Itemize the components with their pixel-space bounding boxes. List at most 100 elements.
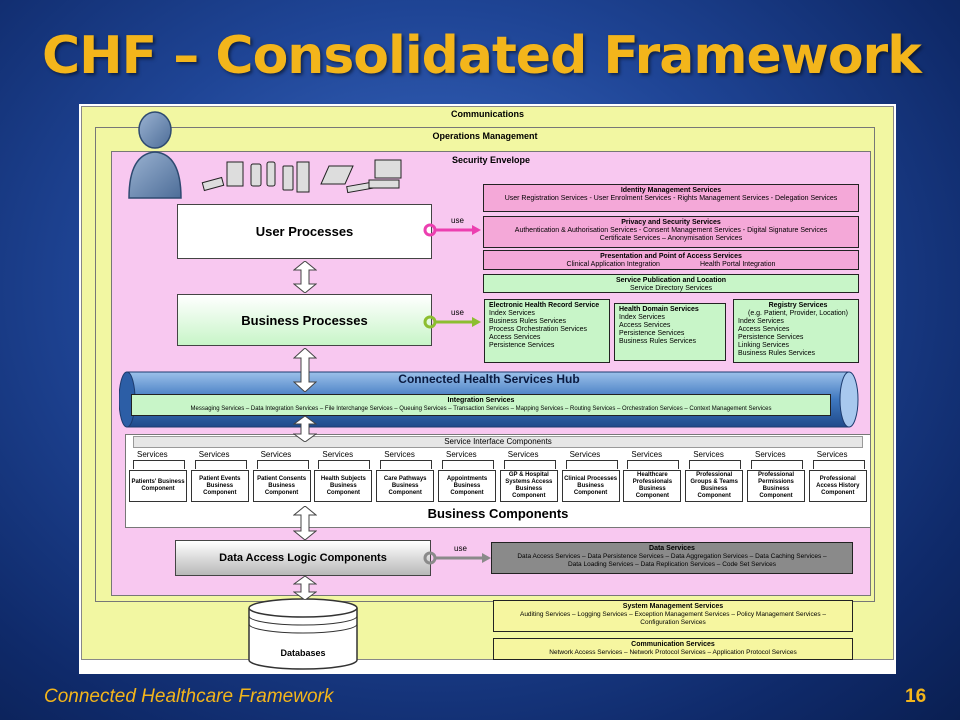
registry-line-3: Persistence Services xyxy=(738,334,804,341)
use-label-data: use xyxy=(454,544,467,553)
registry-line-4: Linking Services xyxy=(738,342,789,349)
services-connector xyxy=(442,460,494,469)
services-interface-label: Services xyxy=(322,450,354,459)
services-connector xyxy=(133,460,185,469)
use-arrow-green xyxy=(423,315,481,329)
services-connector xyxy=(751,460,803,469)
use-label-business: use xyxy=(451,308,464,317)
registry-line-2: Access Services xyxy=(738,326,790,333)
services-interface-label: Services xyxy=(198,450,230,459)
health-domain-line-1: Index Services xyxy=(619,314,665,321)
data-services-title: Data Services xyxy=(649,545,695,552)
presentation-services: Presentation and Point of Access Service… xyxy=(483,250,859,270)
health-domain-title: Health Domain Services xyxy=(619,306,699,313)
registry-services: Registry Services (e.g. Patient, Provide… xyxy=(733,299,859,363)
integration-line: Messaging Services – Data Integration Se… xyxy=(190,406,772,412)
service-publication: Service Publication and Location Service… xyxy=(483,274,859,293)
ehr-line-2: Business Rules Services xyxy=(489,318,567,325)
system-mgmt-line-2: Configuration Services xyxy=(640,619,706,626)
hub-title: Connected Health Services Hub xyxy=(398,372,580,386)
system-management-services: System Management Services Auditing Serv… xyxy=(493,600,853,632)
business-components-area xyxy=(125,434,871,528)
integration-services: Integration Services Messaging Services … xyxy=(131,394,831,416)
services-interface-label: Services xyxy=(631,450,663,459)
identity-line: User Registration Services - User Enrolm… xyxy=(504,195,838,202)
data-services-line-2: Data Loading Services – Data Replication… xyxy=(567,561,777,568)
double-arrow-2 xyxy=(293,348,317,392)
services-interface-label: Services xyxy=(507,450,539,459)
services-connector xyxy=(318,460,371,469)
health-domain-line-4: Business Rules Services xyxy=(619,338,697,345)
operations-label: Operations Management xyxy=(432,131,538,141)
business-component: Clinical Processes Business Component xyxy=(561,470,620,502)
use-label-user: use xyxy=(451,216,464,225)
services-connector xyxy=(689,460,742,469)
business-component: Care Pathways Business Component xyxy=(376,470,435,502)
double-arrow-1 xyxy=(293,261,317,293)
services-interface-label: Services xyxy=(816,450,848,459)
services-connector xyxy=(194,460,247,469)
services-connector xyxy=(812,460,865,469)
integration-title: Integration Services xyxy=(447,397,515,404)
ehr-line-3: Process Orchestration Services xyxy=(489,326,588,333)
services-interface-label: Services xyxy=(260,450,292,459)
business-component: Patient Consents Business Component xyxy=(252,470,311,502)
registry-subtitle: (e.g. Patient, Provider, Location) xyxy=(748,310,848,317)
privacy-security-services: Privacy and Security Services Authentica… xyxy=(483,216,859,248)
service-interface-bar xyxy=(133,436,863,448)
data-services: Data Services Data Access Services – Dat… xyxy=(491,542,853,574)
registry-line-5: Business Rules Services xyxy=(738,350,816,357)
business-component: Appointments Business Component xyxy=(438,470,496,502)
use-arrow-pink xyxy=(423,223,481,237)
services-connector xyxy=(627,460,680,469)
ehr-title: Electronic Health Record Service xyxy=(489,302,600,309)
privacy-title: Privacy and Security Services xyxy=(621,219,721,226)
health-domain-line-2: Access Services xyxy=(619,322,671,329)
ehr-line-5: Persistence Services xyxy=(489,342,555,349)
database-label: Databases xyxy=(280,648,326,658)
business-component: Health Subjects Business Component xyxy=(314,470,373,502)
comm-services-line: Network Access Services – Network Protoc… xyxy=(549,649,797,656)
system-mgmt-title: System Management Services xyxy=(622,603,724,610)
business-processes-box: Business Processes xyxy=(177,294,432,346)
health-domain-services: Health Domain Services Index Services Ac… xyxy=(614,303,726,361)
slide-title: CHF – Consolidated Framework xyxy=(42,26,922,86)
communication-services: Communication Services Network Access Se… xyxy=(493,638,853,660)
communications-label: Communications xyxy=(450,109,524,119)
presentation-left: Clinical Application Integration xyxy=(566,261,660,268)
business-components-title: Business Components xyxy=(427,506,569,521)
business-component: Professional Access History Component xyxy=(808,470,867,502)
services-connector xyxy=(503,460,556,469)
services-interface-label: Services xyxy=(569,450,601,459)
ehr-line-4: Access Services xyxy=(489,334,541,341)
double-arrow-4 xyxy=(293,506,317,540)
data-access-logic-box: Data Access Logic Components xyxy=(175,540,431,576)
double-arrow-5 xyxy=(293,576,317,600)
services-interface-label: Services xyxy=(384,450,415,459)
registry-title: Registry Services xyxy=(768,302,828,309)
identity-management-services: Identity Management Services User Regist… xyxy=(483,184,859,212)
business-component: Patients' Business Component xyxy=(129,470,187,502)
publication-title: Service Publication and Location xyxy=(615,277,727,284)
footer-text: Connected Healthcare Framework xyxy=(44,686,334,707)
services-connector xyxy=(256,460,309,469)
presentation-title: Presentation and Point of Access Service… xyxy=(600,253,742,260)
business-component: Professional Permissions Business Compon… xyxy=(747,470,805,502)
comm-services-title: Communication Services xyxy=(631,641,715,648)
ehr-services: Electronic Health Record Service Index S… xyxy=(484,299,610,363)
system-mgmt-line-1: Auditing Services – Logging Services – E… xyxy=(519,611,827,618)
services-interface-label: Services xyxy=(446,450,477,459)
registry-line-1: Index Services xyxy=(738,318,784,325)
health-domain-line-3: Persistence Services xyxy=(619,330,685,337)
data-services-line-1: Data Access Services – Data Persistence … xyxy=(517,553,827,560)
identity-title: Identity Management Services xyxy=(620,187,722,194)
page-number: 16 xyxy=(905,686,927,707)
business-component: Professional Groups & Teams Business Com… xyxy=(685,470,744,502)
business-component: Healthcare Professionals Business Compon… xyxy=(623,470,682,502)
user-person-icon xyxy=(128,111,182,199)
privacy-line-1: Authentication & Authorisation Services … xyxy=(514,227,828,234)
privacy-line-2: Certificate Services – Anonymisation Ser… xyxy=(599,235,743,242)
ehr-line-1: Index Services xyxy=(489,310,535,317)
business-component: GP & Hospital Systems Access Business Co… xyxy=(499,470,558,502)
